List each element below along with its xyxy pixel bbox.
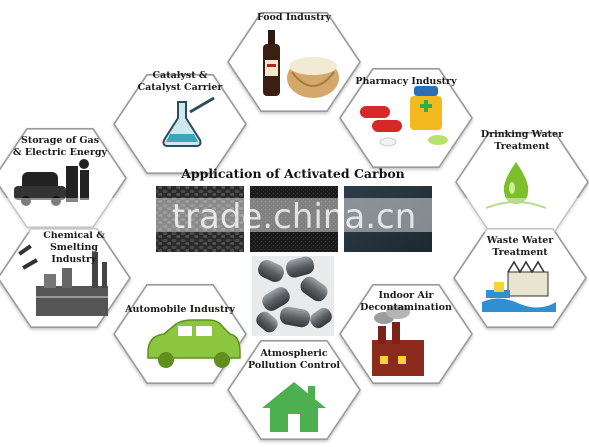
label-line: Pollution Control	[248, 360, 340, 371]
water-treatment-icon	[482, 260, 556, 312]
label-line: Chemical &	[43, 230, 105, 241]
label-line: Smelting	[50, 242, 98, 253]
label-line: Drinking Water	[481, 129, 564, 140]
house-icon	[262, 382, 326, 432]
gas-station-icon	[14, 159, 89, 206]
label-line: Storage of Gas	[21, 135, 99, 146]
water-drop-icon	[485, 162, 547, 209]
granular-carbon-sample	[156, 186, 244, 252]
label-line: Automobile Industry	[124, 304, 235, 315]
car-icon	[147, 319, 241, 368]
label-line: Catalyst Carrier	[138, 82, 224, 93]
label-storage: Storage of Gas& Electric Energy	[13, 135, 107, 158]
label-line: Indoor Air	[379, 290, 435, 301]
flask-icon	[162, 96, 215, 147]
carbon-samples	[156, 186, 432, 336]
page-title: Application of Activated Carbon	[180, 166, 405, 181]
label-line: Treatment	[494, 141, 550, 152]
label-line: Pharmacy Industry	[355, 76, 457, 87]
carbon-pellets-sample	[252, 256, 334, 336]
pills-icon	[360, 86, 448, 147]
label-line: Industry	[51, 254, 97, 265]
hexagon-storage	[0, 128, 127, 228]
label-automobile: Automobile Industry	[124, 304, 235, 315]
factory-icon	[18, 244, 108, 316]
label-line: & Electric Energy	[13, 147, 107, 158]
label-line: Food Industry	[257, 12, 331, 23]
watermark-band	[0, 198, 589, 232]
smokestack-icon	[372, 305, 424, 376]
label-line: Decontamination	[360, 302, 452, 313]
label-catalyst: Catalyst &Catalyst Carrier	[138, 70, 224, 93]
carbon-cloth-sample	[344, 186, 432, 252]
label-line: Catalyst &	[152, 70, 207, 81]
label-line: Waste Water	[486, 235, 555, 246]
label-line: Treatment	[492, 247, 548, 258]
watermark-text: trade.china.cn	[172, 197, 417, 237]
label-food: Food Industry	[257, 12, 331, 23]
wine-bottle-icon	[263, 30, 280, 96]
label-line: Atmospheric	[259, 348, 328, 359]
grain-bowl-icon	[287, 57, 339, 98]
label-pharmacy: Pharmacy Industry	[355, 76, 457, 87]
powder-carbon-sample	[250, 186, 338, 252]
